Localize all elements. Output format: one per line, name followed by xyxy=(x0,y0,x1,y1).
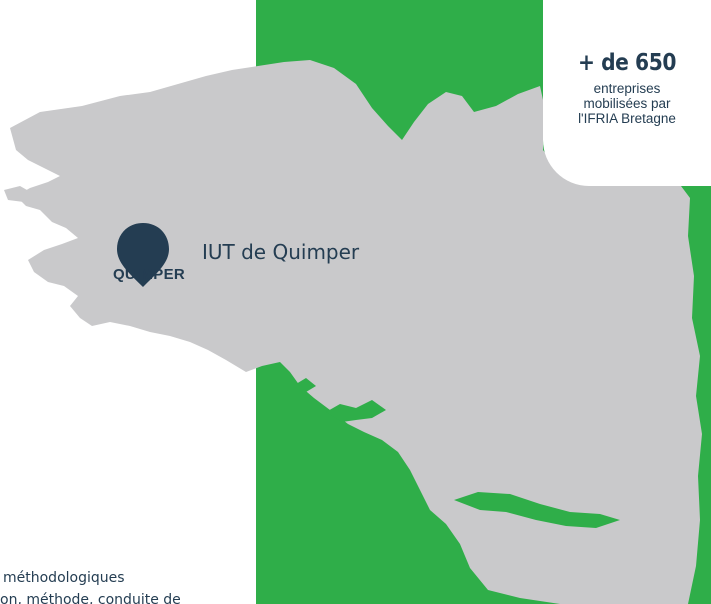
stat-line-3: l'IFRIA Bretagne xyxy=(578,111,676,126)
stat-card: + de 650 entreprises mobilisées par l'IF… xyxy=(543,0,711,186)
map-pin-icon[interactable] xyxy=(115,221,171,289)
city-label: QUIMPER xyxy=(112,266,186,283)
footer-text-line-2: on, méthode, conduite de xyxy=(0,592,181,604)
estuary-inlet xyxy=(454,492,620,528)
stat-line-2: mobilisées par xyxy=(583,96,671,111)
coastal-inlet xyxy=(296,378,316,392)
brittany-landmass xyxy=(10,60,702,604)
footer-text-line-1: méthodologiques xyxy=(3,570,125,586)
stat-description: entreprises mobilisées par l'IFRIA Breta… xyxy=(555,81,699,126)
stat-number: + de 650 xyxy=(577,50,676,76)
gulf-islands xyxy=(326,400,386,422)
stat-line-1: entreprises xyxy=(593,81,661,96)
crozon-peninsula xyxy=(4,186,34,202)
site-label: IUT de Quimper xyxy=(202,240,360,264)
